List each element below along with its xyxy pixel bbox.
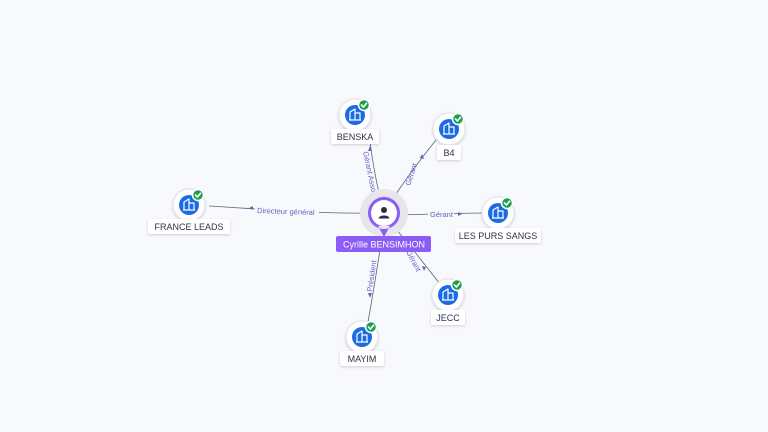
company-name-box	[431, 310, 465, 325]
building-icon	[183, 198, 195, 211]
company-name: FRANCE LEADS	[154, 222, 223, 232]
company-name: JECC	[436, 313, 460, 323]
person-icon	[378, 207, 390, 219]
edge-label-jecc: Gérant	[404, 249, 423, 274]
edge-label-bg	[255, 205, 319, 215]
edge-les-purs-sangs: Gérant	[399, 209, 484, 219]
check-icon	[454, 116, 462, 122]
building-icon	[349, 108, 361, 121]
building-icon	[443, 122, 455, 135]
company-name-box	[331, 129, 379, 144]
edge-arrow	[420, 154, 424, 159]
company-node-b4[interactable]: B4	[432, 112, 466, 160]
check-icon	[360, 102, 368, 108]
verified-badge	[357, 98, 371, 112]
center-person-node[interactable]: Cyrille BENSIMHON	[336, 189, 431, 252]
person-name: Cyrille BENSIMHON	[343, 240, 425, 250]
verified-badge	[451, 112, 465, 126]
edge-line	[367, 249, 381, 323]
edge-france-leads: Directeur général	[208, 205, 366, 217]
edge-arrow	[368, 146, 372, 151]
edge-label-mayim: Président	[365, 259, 378, 293]
check-icon	[367, 324, 375, 330]
company-node-france-leads[interactable]: FRANCE LEADS	[148, 188, 230, 234]
company-name: B4	[443, 148, 454, 158]
company-name-box	[455, 228, 541, 243]
edge-b4: Gérant	[391, 139, 437, 201]
building-icon	[442, 288, 454, 301]
company-name-box	[148, 219, 230, 234]
verified-badge	[500, 196, 514, 210]
edge-mayim: Président	[365, 249, 381, 323]
edge-label-bg	[428, 209, 454, 219]
company-node-les-purs-sangs[interactable]: LES PURS SANGS	[455, 196, 541, 243]
company-name: MAYIM	[348, 354, 377, 364]
verified-badge	[364, 320, 378, 334]
verified-badge	[450, 278, 464, 292]
company-node-benska[interactable]: BENSKA	[331, 98, 379, 144]
verified-badge	[191, 188, 205, 202]
company-name: BENSKA	[337, 132, 374, 142]
company-node-mayim[interactable]: MAYIM	[340, 320, 384, 366]
person-name-box	[336, 236, 431, 252]
edge-line	[394, 227, 441, 285]
building-icon	[356, 330, 368, 343]
check-icon	[453, 282, 461, 288]
check-icon	[194, 192, 202, 198]
company-node-jecc[interactable]: JECC	[431, 278, 465, 325]
company-name-box	[437, 145, 461, 160]
edge-label-b4: Gérant	[403, 161, 419, 186]
company-name-box	[340, 351, 384, 366]
edge-arrow	[458, 212, 462, 216]
edge-label-les-purs-sangs: Gérant	[430, 210, 454, 219]
building-icon	[492, 206, 504, 219]
check-icon	[503, 200, 511, 206]
company-name: LES PURS SANGS	[459, 231, 538, 241]
edge-arrow	[368, 293, 372, 298]
edge-label-france-leads: Directeur général	[257, 206, 315, 217]
edge-arrow	[249, 206, 253, 210]
edge-arrow	[422, 266, 426, 271]
